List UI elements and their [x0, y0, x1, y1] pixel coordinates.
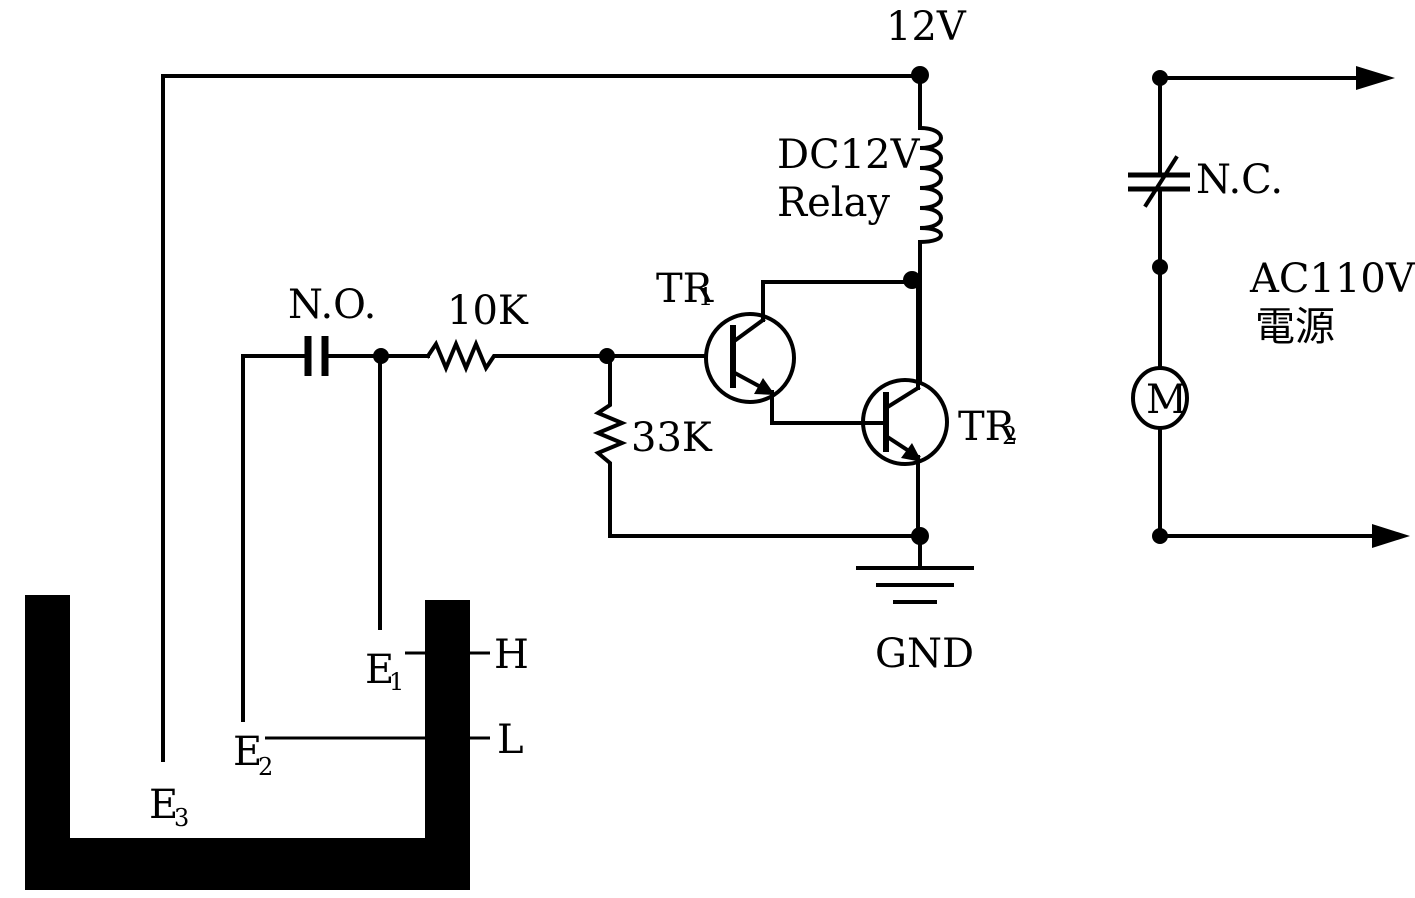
electrode-e1-subscript: 1 — [389, 668, 404, 696]
level-high-label: H — [494, 632, 529, 678]
transistor-tr1 — [704, 280, 920, 425]
output-arrow-top — [1356, 66, 1395, 90]
tr2-subscript: 2 — [1002, 422, 1017, 450]
electrode-e2-subscript: 2 — [258, 753, 273, 781]
electrode-e3-label: E — [149, 782, 178, 828]
ground-symbol — [856, 534, 974, 604]
electrode-e2-label: E — [233, 729, 262, 775]
relay-label-line1: DC12V — [777, 132, 921, 178]
electrode-e1-label: E — [365, 647, 394, 693]
resistor-33k-label: 33K — [631, 415, 713, 461]
motor-label: M — [1146, 377, 1187, 423]
electrode-e1-wire — [378, 354, 490, 655]
tr2-label: TR — [958, 404, 1017, 450]
tr1-label: TR — [656, 266, 715, 312]
water-tank — [25, 595, 470, 890]
electrode-e3-wire — [161, 74, 922, 762]
electrode-e3-subscript: 3 — [174, 804, 189, 832]
relay-label-line2: Relay — [777, 180, 890, 226]
ac-supply-label-line1: AC110V — [1249, 256, 1415, 302]
ac-circuit — [1128, 66, 1410, 548]
level-low-label: L — [497, 717, 524, 763]
relay-coil — [917, 74, 943, 382]
transistor-tr2 — [861, 280, 949, 538]
supply-voltage-label: 12V — [886, 4, 967, 50]
resistor-10k — [425, 338, 707, 374]
junction-dots — [373, 66, 1168, 545]
ac-supply-label-line2: 電源 — [1255, 304, 1335, 350]
output-arrow-bottom — [1372, 524, 1410, 548]
electrode-e2-wire — [241, 354, 490, 740]
resistor-10k-label: 10K — [447, 288, 529, 334]
no-contact-label: N.O. — [288, 282, 376, 328]
no-contact-symbol — [304, 336, 430, 376]
resistor-33k — [592, 354, 922, 538]
tr1-subscript: 1 — [698, 283, 713, 311]
nc-contact-label: N.C. — [1196, 157, 1283, 203]
ground-label: GND — [875, 631, 974, 677]
